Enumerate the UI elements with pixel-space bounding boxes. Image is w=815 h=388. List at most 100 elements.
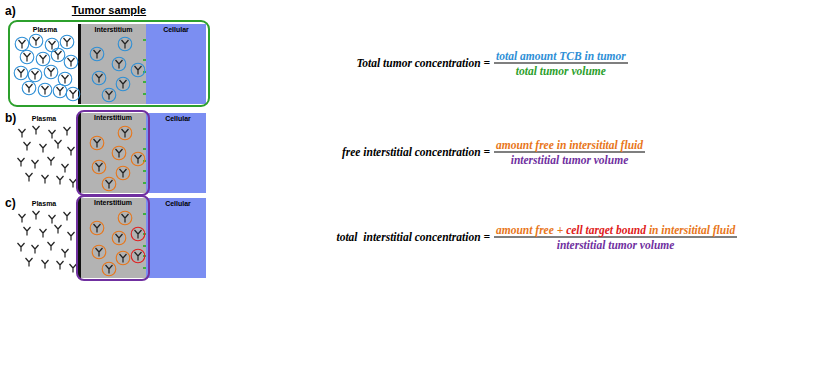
denominator-text: interstitial tumor volume <box>511 154 629 166</box>
antibody-ring <box>90 136 104 150</box>
numerator: amount free + cell target bound in inter… <box>494 224 737 236</box>
antibody <box>118 126 132 140</box>
antibody <box>66 87 80 101</box>
antibody-ring <box>20 50 34 64</box>
compartment-label: Interstitium <box>78 197 148 206</box>
numerator: amount free in intersitital fluid <box>494 139 645 151</box>
tumor-sample-box: Tumor samplePlasmaInterstitiumCellular <box>8 20 210 107</box>
antibody-shape <box>57 87 64 96</box>
antibody <box>20 50 34 64</box>
antibody-shape <box>96 248 103 257</box>
antibody <box>118 211 132 225</box>
antibody-shape <box>40 144 47 153</box>
antibody-shape <box>116 149 123 158</box>
antibody-shape <box>55 51 62 60</box>
numerator-text: total amount TCB in tumor <box>496 50 626 62</box>
antibody-shape <box>116 60 123 69</box>
antibody-shape <box>40 229 47 238</box>
antibody <box>19 129 26 138</box>
antibody <box>57 176 64 185</box>
antibody-shape <box>135 155 142 164</box>
antibody <box>62 164 69 173</box>
antibody-ring <box>51 48 65 62</box>
antibody-shape <box>32 160 39 169</box>
antibody-ring <box>15 37 29 51</box>
antibody-shape <box>106 180 113 189</box>
antibody-shape <box>42 260 49 269</box>
compartment-label: Interstitium <box>78 112 148 121</box>
antibody <box>90 47 104 61</box>
antibody-shape <box>68 58 75 67</box>
denominator: interstitial tumor volume <box>494 154 645 166</box>
antibody-shape <box>57 261 64 270</box>
antibody-shape <box>18 69 25 78</box>
antibody-shape <box>24 53 31 62</box>
antibody <box>18 243 25 252</box>
antibody-shape <box>48 68 55 77</box>
antibody <box>64 55 78 69</box>
denominator: interstitial tumor volume <box>494 239 737 251</box>
antibody <box>42 260 49 269</box>
antibody <box>26 258 33 267</box>
antibody-ring <box>29 34 43 48</box>
antibody <box>90 221 104 235</box>
antibody-shape <box>19 214 26 223</box>
antibody-ring <box>36 52 50 66</box>
antibody <box>15 37 29 51</box>
antibody-ring <box>116 77 130 91</box>
antibody-shape <box>96 74 103 83</box>
antibody-ring <box>112 231 126 245</box>
antibody <box>92 245 106 259</box>
antibody-shape <box>40 55 47 64</box>
antibody <box>18 158 25 167</box>
cellular-band <box>146 113 206 193</box>
antibody <box>60 35 74 49</box>
antibody <box>44 65 58 79</box>
equation-name: Total tumor concentration = <box>356 57 490 69</box>
antibody-shape <box>122 40 129 49</box>
equation-name: total interstitial concentration = <box>336 231 490 243</box>
fraction: total amount TCB in tumor total tumor vol… <box>494 50 628 77</box>
antibody <box>131 249 145 263</box>
denominator-text: total tumor volume <box>516 65 606 77</box>
antibody-shape <box>24 142 31 151</box>
cellular-band <box>146 24 206 104</box>
antibody-shape <box>94 224 101 233</box>
compartment-label: Plasma <box>12 198 76 207</box>
antibody-ring <box>131 63 145 77</box>
antibody <box>64 127 71 136</box>
fraction: amount free + cell target bound in inter… <box>494 224 737 251</box>
antibody-ring <box>131 249 145 263</box>
antibody <box>118 37 132 51</box>
target-mark <box>143 213 146 215</box>
compartment-label: Cellular <box>146 24 206 33</box>
antibody <box>28 68 42 82</box>
antibody-shape <box>42 86 49 95</box>
antibody <box>29 34 43 48</box>
antibody <box>131 152 145 166</box>
antibody-shape <box>19 129 26 138</box>
antibody-shape <box>49 130 56 139</box>
antibody-shape <box>122 129 129 138</box>
antibody <box>40 144 47 153</box>
antibody <box>92 71 106 85</box>
antibody-shape <box>32 71 39 80</box>
plasma-band: Plasma <box>12 24 78 104</box>
antibody-ring <box>90 221 104 235</box>
antibody-ring <box>102 177 116 191</box>
antibody-ring <box>92 71 106 85</box>
antibody-shape <box>49 215 56 224</box>
antibody <box>116 77 130 91</box>
vessel-wall <box>78 198 81 278</box>
antibody <box>112 57 126 71</box>
antibody-shape <box>64 212 71 221</box>
vessel-wall <box>78 113 81 193</box>
antibody-shape <box>55 225 62 234</box>
antibody <box>48 242 55 251</box>
panel-letter: a) <box>5 4 16 18</box>
antibody-ring <box>66 87 80 101</box>
antibody <box>48 157 55 166</box>
antibody-shape <box>42 175 49 184</box>
interstitium-band <box>81 113 146 193</box>
antibody <box>131 63 145 77</box>
